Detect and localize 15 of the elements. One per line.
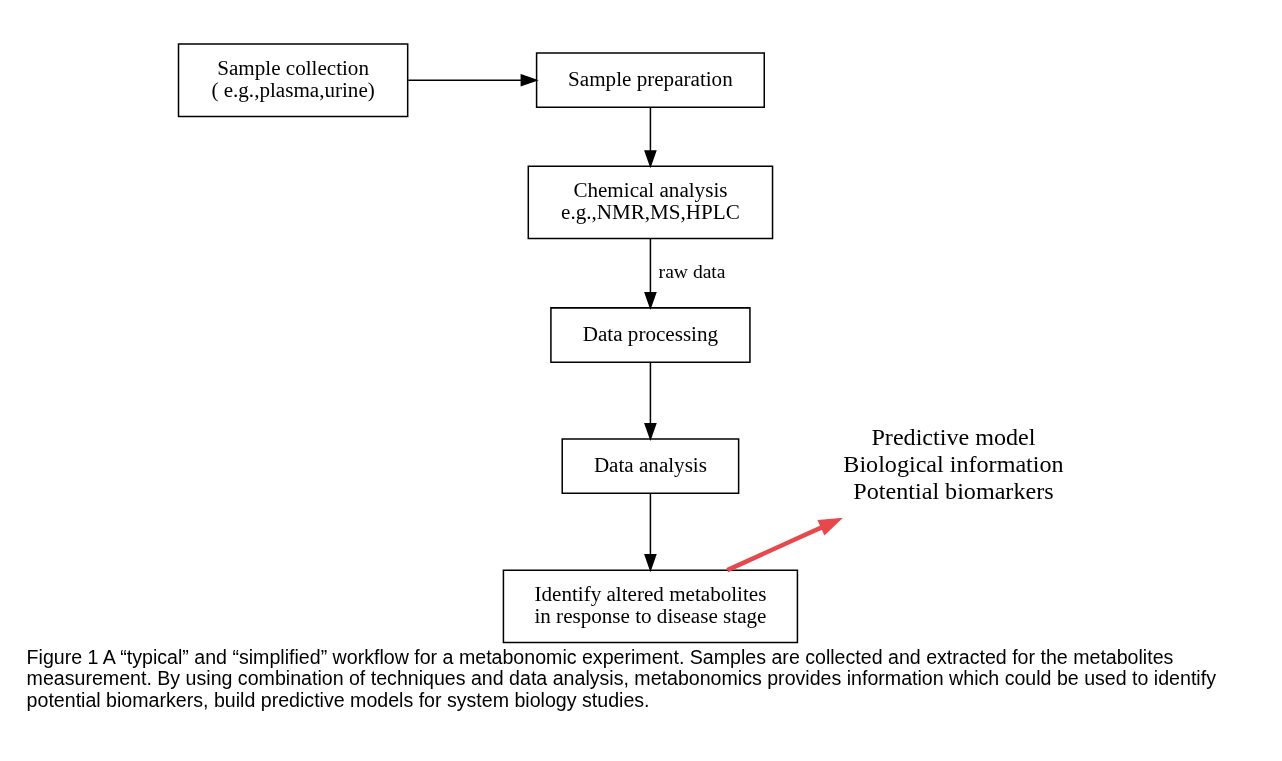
arrow	[407, 73, 539, 87]
node-text: Predictive model Biological information Potential biomarkers	[843, 423, 1064, 504]
node-box: Data processing	[550, 306, 751, 363]
node-box: Chemical analysis e.g.,NMR,MS,HPLC	[527, 164, 774, 239]
node-box: Sample preparation	[535, 51, 765, 108]
node-box: Sample collection ( e.g.,plasma,urine)	[177, 42, 409, 117]
node-box: Data analysis	[561, 437, 740, 494]
arrow	[726, 517, 843, 572]
node-box: Identify altered metabolites in response to disease stage	[502, 568, 799, 643]
edge-label: raw data	[658, 260, 726, 282]
arrow	[644, 237, 657, 310]
arrow	[644, 106, 657, 168]
arrow	[644, 492, 657, 572]
arrow	[644, 361, 657, 441]
caption: Figure 1 A “typical” and “simplified” workflow for a metabonomic experiment. Samples are collected and extracted for the metabolites measurement. By using combination of techniques and data analysis, metabonomics provides information which could be used to identify potential biomarkers, build predictive models for system biology studies.	[26, 645, 1216, 711]
